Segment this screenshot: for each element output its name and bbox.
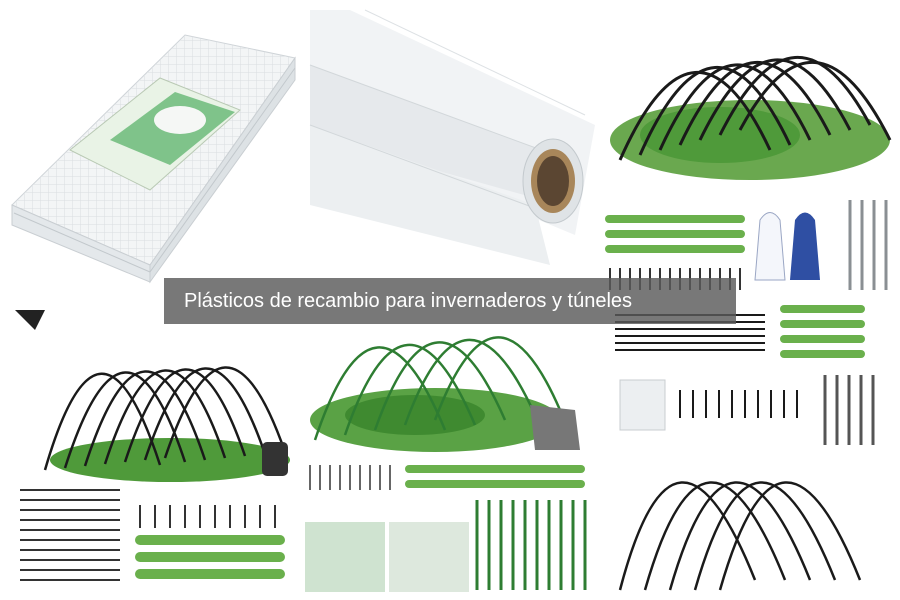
hoop-arches-icon [305,336,587,592]
product-image-hoop-accessories [605,300,900,600]
product-image-hoop-kit-gloves [600,0,900,300]
film-roll-icon [309,9,595,265]
folded-sheet-icon [11,34,296,284]
hoop-arches-icon [15,310,290,581]
product-image-film-roll [305,5,600,295]
hoop-arches-icon [605,55,892,290]
product-image-tunnel-kit-black [0,300,300,600]
product-image-tunnel-kit-green [305,300,600,600]
hoop-arches-icon [615,305,875,591]
caption-title: Plásticos de recambio para invernaderos … [184,290,633,312]
caption-banner: Plásticos de recambio para invernaderos … [164,278,736,324]
product-image-folded-cover [0,0,300,290]
